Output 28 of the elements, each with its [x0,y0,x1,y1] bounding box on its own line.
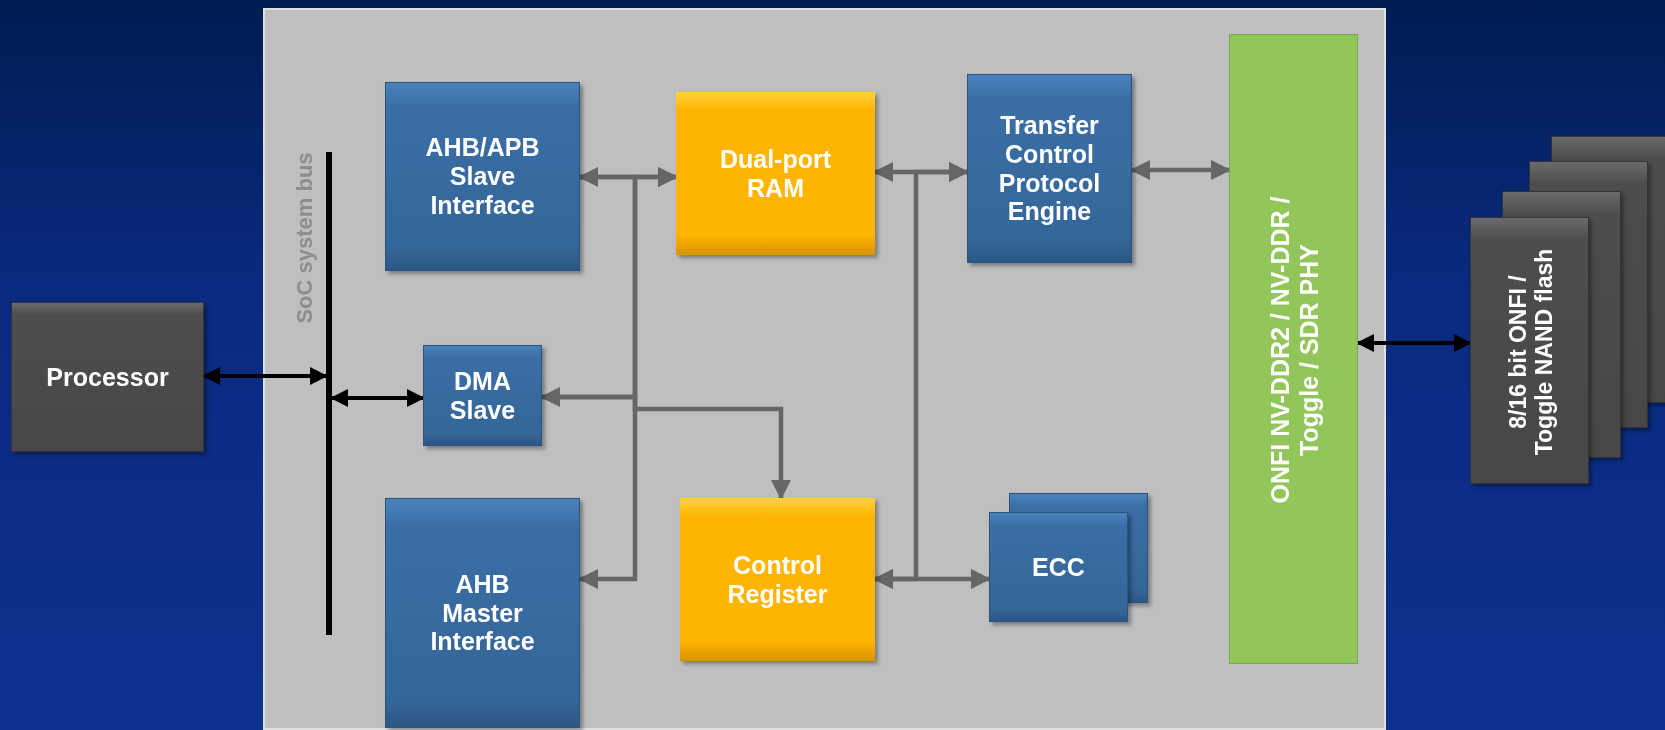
connector-arrow [873,568,992,590]
block-label: 8/16 bit ONFI / Toggle NAND flash [1503,247,1558,457]
connector-arrow [1129,159,1232,181]
block-box [1470,217,1589,484]
block-box [385,498,580,728]
connector-arrow [202,367,328,385]
block-label: Processor [45,362,170,392]
block-label: Dual-port RAM [718,144,833,203]
chip-boundary [263,8,1386,730]
block-box [423,345,542,446]
block-label: ONFI NV-DDR2 / NV-DDR / Toggle / SDR PHY [1264,195,1324,506]
connector-arrow [1356,334,1472,352]
block-label: Transfer Control Protocol Engine [997,111,1102,226]
block-label: DMA Slave [448,366,517,425]
block-box [11,302,204,452]
connector-arrow [578,174,638,590]
block-label: Control Register [726,550,829,609]
block-label: AHB Master Interface [429,569,536,657]
block-label: AHB/APB Slave Interface [424,133,541,220]
block-box [385,82,580,271]
memory-box [680,498,875,661]
connector-arrow [542,394,792,501]
connector-arrow [330,389,425,407]
block-box [967,74,1132,263]
phy-band [1229,34,1358,664]
memory-box [676,92,875,255]
block-box [989,512,1128,622]
block-label: ECC [1031,552,1086,582]
